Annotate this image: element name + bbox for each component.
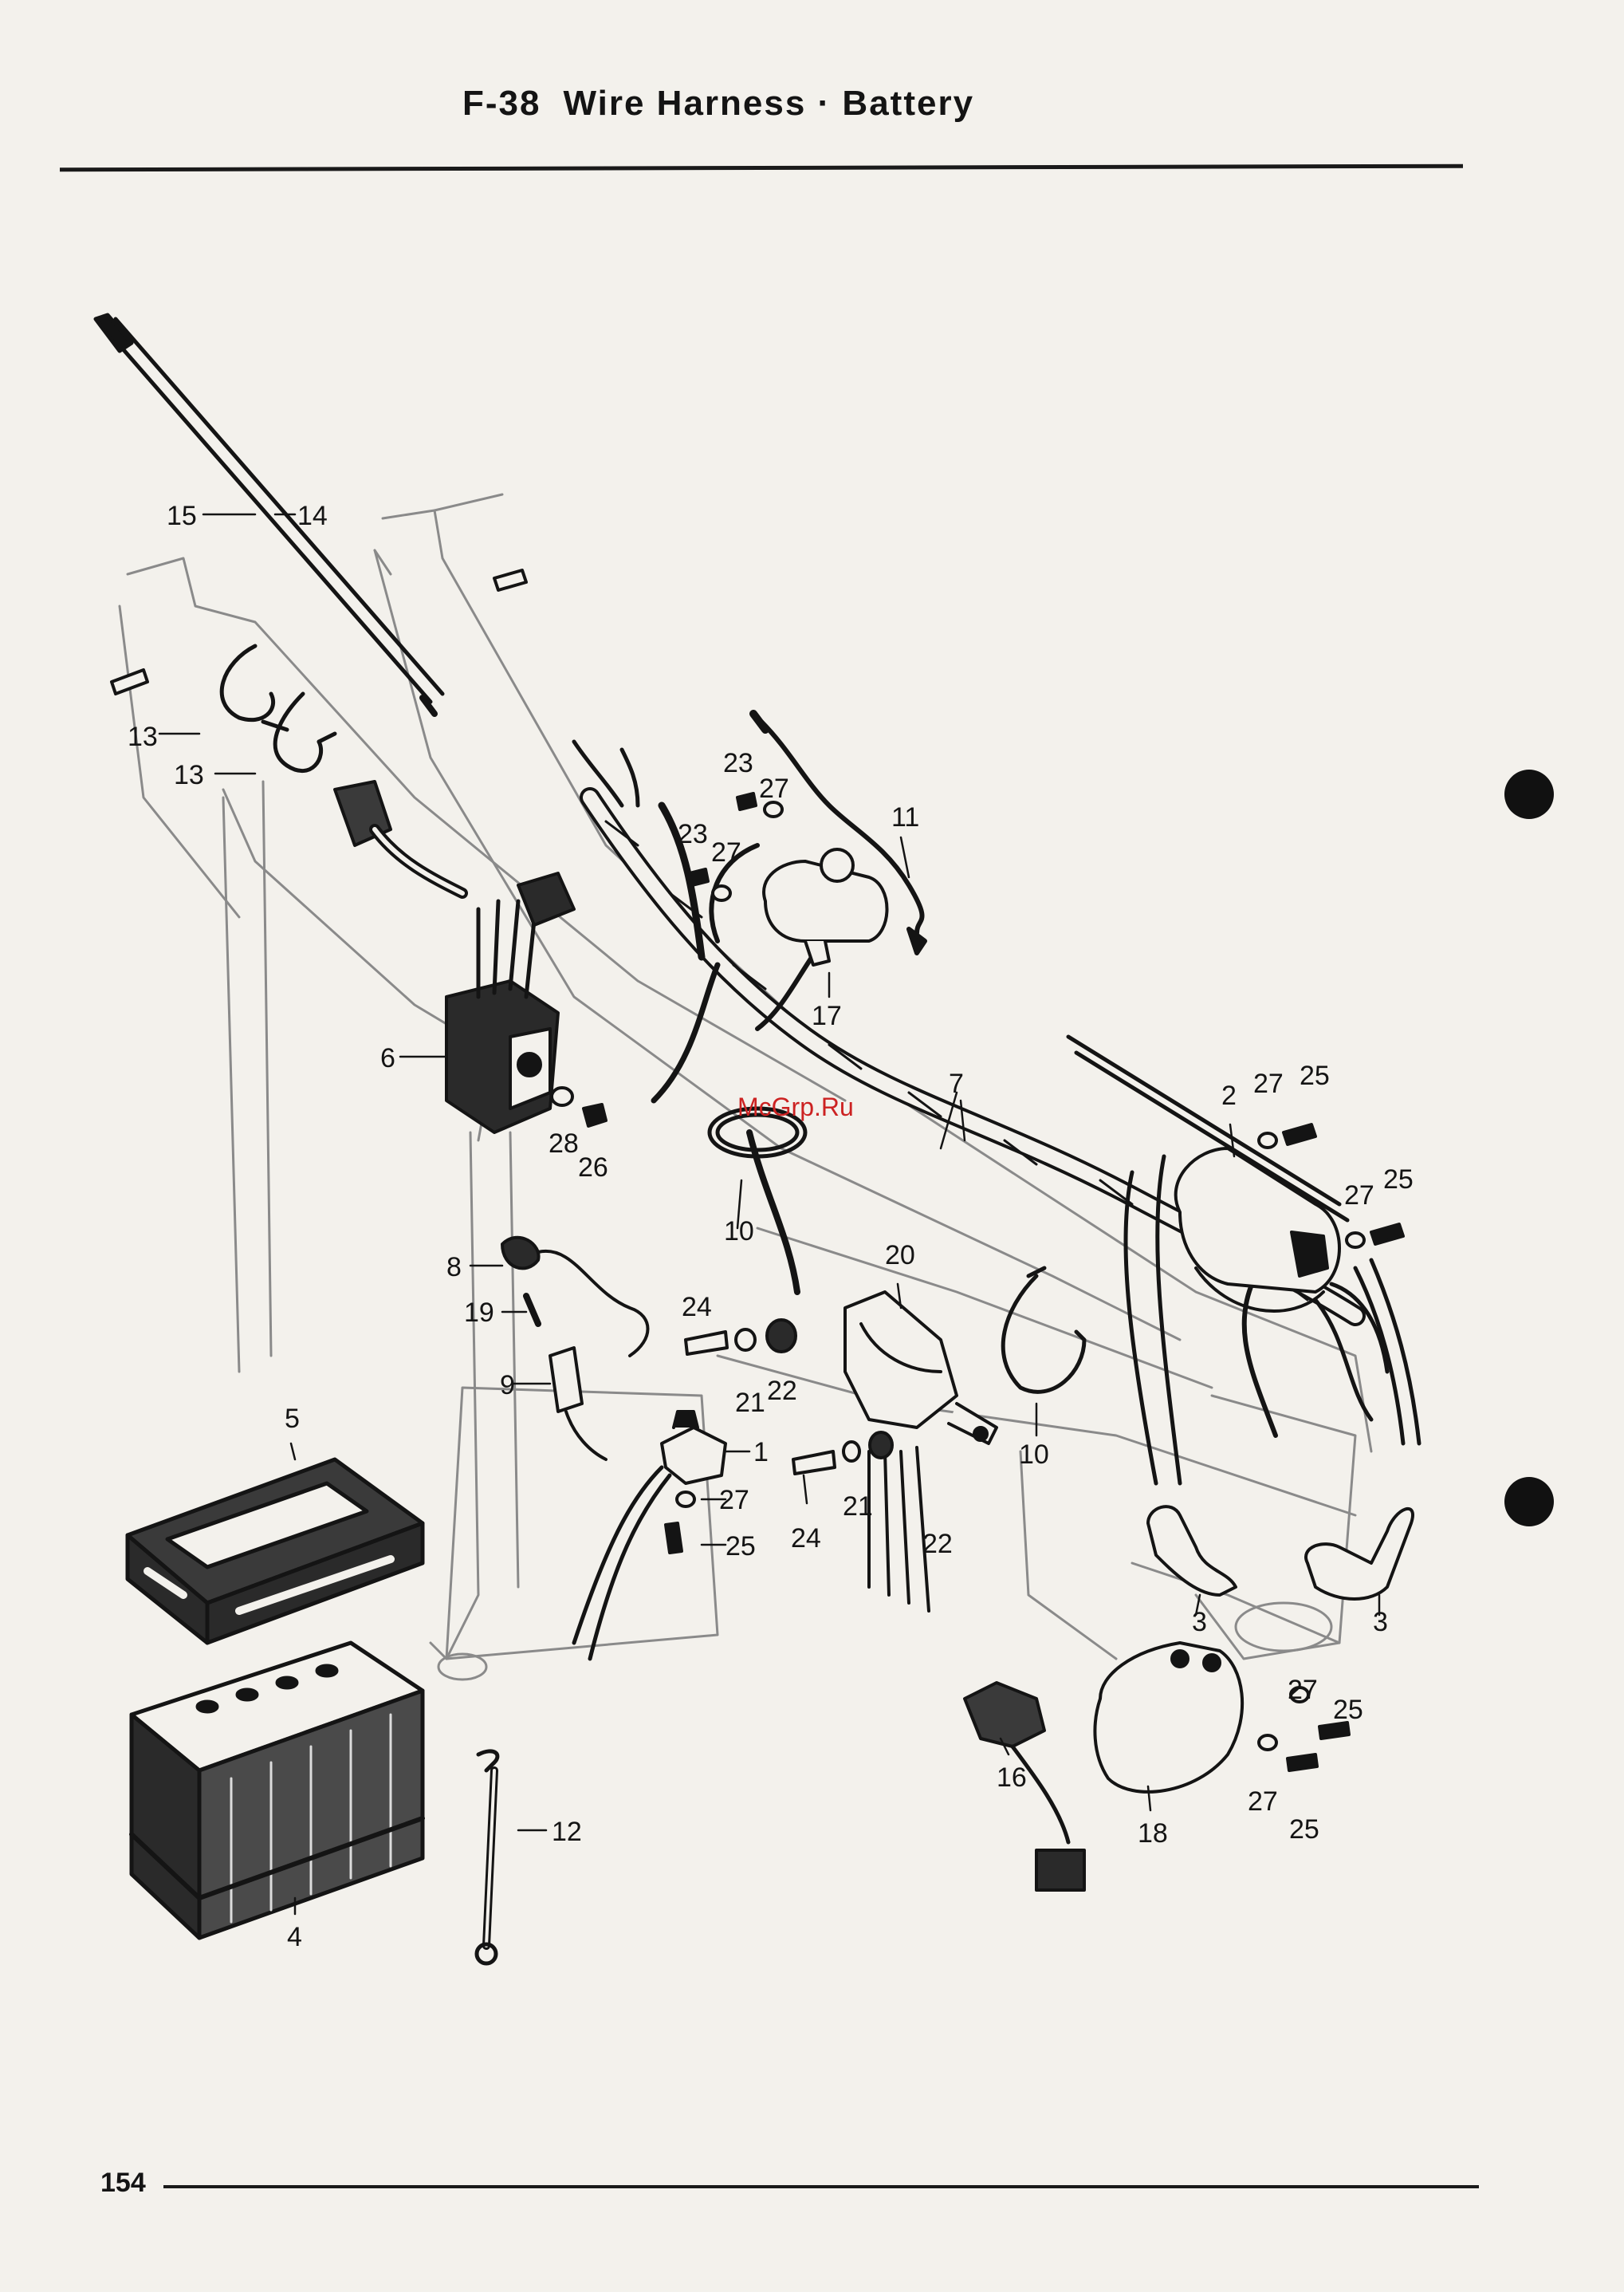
callout-25b: 25: [1383, 1164, 1414, 1195]
part-condenser: [764, 849, 887, 965]
callout-21b: 21: [843, 1491, 873, 1522]
callout-13a: 13: [128, 722, 158, 752]
callout-22a: 22: [767, 1376, 797, 1406]
callout-14: 14: [297, 501, 328, 531]
callout-24b: 24: [791, 1523, 821, 1554]
callout-1: 1: [753, 1437, 769, 1467]
part-ignition-coil: [1176, 1148, 1339, 1311]
callout-27b: 27: [711, 837, 741, 868]
callout-3b: 3: [1373, 1607, 1388, 1637]
callout-2: 2: [1221, 1081, 1237, 1111]
callout-16: 16: [997, 1762, 1027, 1793]
callout-10b: 10: [1019, 1439, 1049, 1470]
callout-19: 19: [464, 1298, 494, 1328]
callout-28: 28: [549, 1128, 579, 1159]
page-number: 154: [100, 2168, 146, 2199]
callout-15: 15: [167, 501, 197, 531]
callout-3a: 3: [1192, 1607, 1207, 1637]
watermark-text: McGrp.Ru: [737, 1093, 854, 1122]
callout-27d: 27: [1344, 1180, 1374, 1211]
callout-27e: 27: [719, 1485, 749, 1515]
footer-rule: [163, 2185, 1479, 2188]
part-clips-13: [222, 646, 335, 771]
part-rectifier: [845, 1292, 997, 1611]
callout-27a: 27: [759, 774, 789, 804]
part-ground-cable-12: [477, 1751, 497, 1963]
callout-20: 20: [885, 1240, 915, 1270]
callout-5: 5: [285, 1404, 300, 1434]
part-switch-1: [574, 1412, 725, 1659]
callout-9: 9: [500, 1370, 515, 1400]
callout-7: 7: [949, 1069, 964, 1099]
part-arms-3: [1148, 1506, 1413, 1599]
callout-23a: 23: [723, 748, 753, 778]
callout-27f: 27: [1288, 1675, 1318, 1705]
callout-27c: 27: [1253, 1069, 1284, 1099]
callout-10a: 10: [724, 1216, 754, 1246]
callout-25d: 25: [1333, 1695, 1363, 1725]
callout-12: 12: [552, 1817, 582, 1847]
part-regulator: [335, 782, 558, 1132]
callout-4: 4: [287, 1922, 302, 1952]
part-cable-14-15: [96, 315, 442, 714]
part-battery-4: [132, 1643, 423, 1938]
callout-25e: 25: [1289, 1814, 1319, 1845]
part-battery-tray-5: [128, 1459, 423, 1643]
part-connectors-8-9-19: [502, 1238, 648, 1459]
callout-26: 26: [578, 1152, 608, 1183]
callout-11: 11: [891, 802, 919, 833]
callout-22b: 22: [922, 1529, 953, 1559]
callout-18: 18: [1138, 1818, 1168, 1849]
callout-25c: 25: [725, 1531, 756, 1561]
callout-17: 17: [812, 1001, 842, 1031]
callout-8: 8: [446, 1252, 462, 1282]
callout-25a: 25: [1300, 1061, 1330, 1091]
callout-21a: 21: [735, 1388, 765, 1418]
callout-6: 6: [380, 1043, 395, 1073]
callout-13b: 13: [174, 760, 204, 790]
callout-24a: 24: [682, 1292, 712, 1322]
part-cover-18: [1095, 1643, 1242, 1792]
callout-23b: 23: [678, 819, 708, 849]
callout-27g: 27: [1248, 1786, 1278, 1817]
